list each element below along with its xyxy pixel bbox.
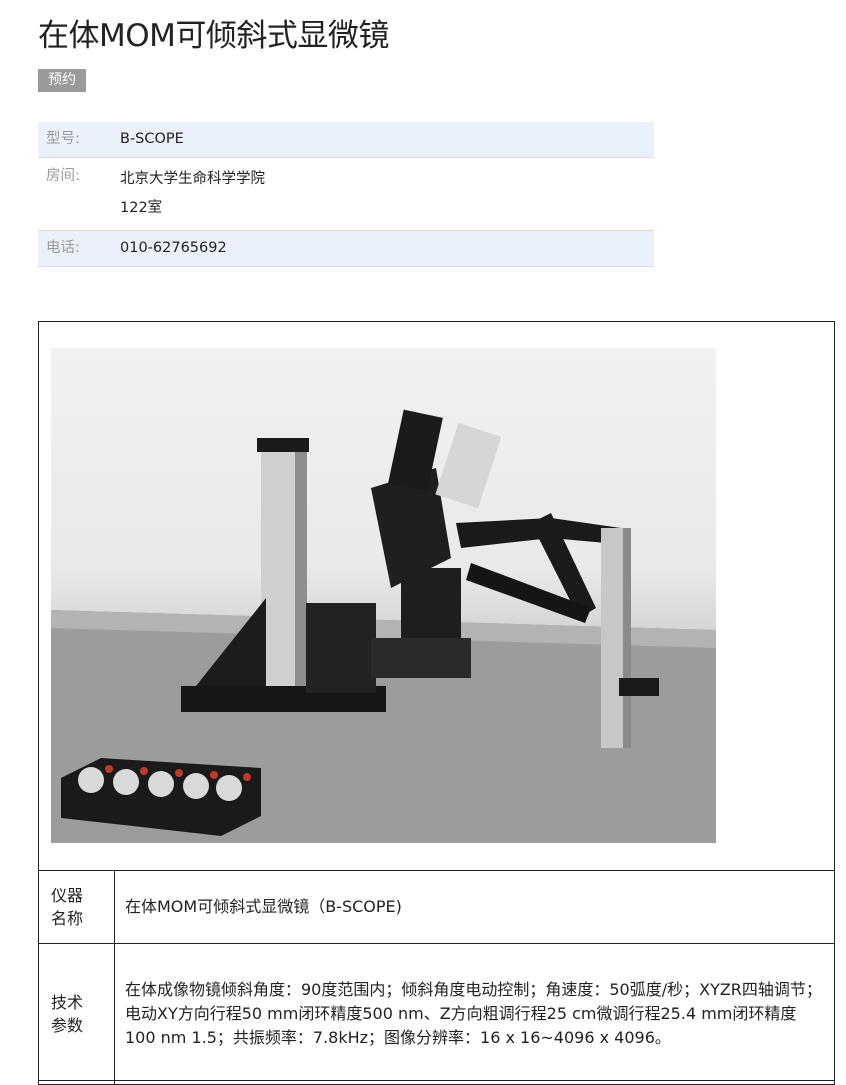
- right-post: [601, 528, 623, 748]
- name-label-line-2: 名称: [51, 909, 84, 928]
- microscope-head: [371, 468, 451, 588]
- room-value: 北京大学生命科学学院 122室: [120, 158, 654, 231]
- rail-cap: [257, 438, 309, 452]
- name-label: 仪器 名称: [38, 870, 115, 944]
- params-value: 在体成像物镜倾斜角度：90度范围内；倾斜角度电动控制；角速度：50弧度/秒；XY…: [114, 943, 835, 1085]
- model-value: B-SCOPE: [120, 131, 184, 147]
- base-bracket: [196, 598, 266, 694]
- params-label-line-2: 参数: [51, 1016, 84, 1035]
- model-label: 型号:: [46, 131, 80, 147]
- reserve-badge[interactable]: 预约: [38, 69, 86, 92]
- stage: [371, 638, 471, 678]
- spec-row-name: 仪器 名称 在体MOM可倾斜式显微镜（B-SCOPE): [38, 870, 835, 944]
- controller-buttons: [78, 765, 251, 801]
- spec-row-params: 技术 参数 在体成像物镜倾斜角度：90度范围内；倾斜角度电动控制；角速度：50弧…: [38, 943, 835, 1085]
- info-row-phone: 电话: 010-62765692: [38, 230, 654, 267]
- name-value: 在体MOM可倾斜式显微镜（B-SCOPE): [114, 870, 835, 944]
- microscope-illustration: [51, 409, 716, 843]
- name-label-line-1: 仪器: [51, 886, 84, 905]
- instrument-detail-box: 仪器 名称 在体MOM可倾斜式显微镜（B-SCOPE) 技术 参数 在体成像物镜…: [38, 321, 835, 1085]
- page-title: 在体MOM可倾斜式显微镜: [38, 18, 389, 54]
- info-row-model: 型号: B-SCOPE: [38, 122, 654, 158]
- params-label: 技术 参数: [38, 943, 115, 1085]
- instrument-info-table: 型号: B-SCOPE 房间: 北京大学生命科学学院 122室 电话: 010-…: [38, 122, 654, 267]
- vertical-rail: [261, 444, 295, 706]
- params-label-line-1: 技术: [51, 993, 84, 1012]
- room-label: 房间:: [46, 168, 80, 184]
- microscope-photo: [51, 348, 716, 843]
- table-edge: [51, 610, 716, 648]
- camera-module: [435, 423, 502, 509]
- room-line-1: 北京大学生命科学学院: [120, 171, 265, 187]
- spec-table: 仪器 名称 在体MOM可倾斜式显微镜（B-SCOPE) 技术 参数 在体成像物镜…: [38, 870, 835, 1085]
- phone-value: 010-62765692: [120, 240, 227, 256]
- room-line-2: 122室: [120, 200, 163, 216]
- phone-label: 电话:: [46, 240, 80, 256]
- info-row-room: 房间: 北京大学生命科学学院 122室: [38, 158, 654, 231]
